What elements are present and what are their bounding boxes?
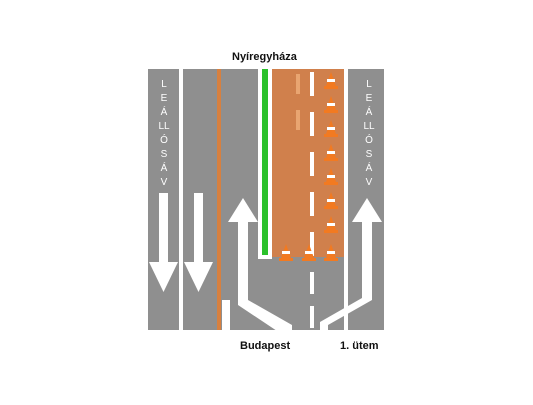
traffic-cone-icon	[324, 192, 338, 209]
median-green-barrier	[262, 69, 268, 255]
dash-segment	[310, 112, 314, 136]
right-shoulder-label: LEÁLLÓSÁV	[363, 79, 375, 188]
phase-label: 1. ütem	[340, 340, 379, 352]
dash-segment	[310, 272, 314, 294]
bottom-destination-label: Budapest	[240, 340, 291, 352]
dashed-centre-line	[310, 72, 314, 328]
dash-segment	[310, 306, 314, 328]
closed-lane-marking	[296, 74, 300, 130]
dash-segment	[310, 152, 314, 176]
traffic-cone-icon	[324, 216, 338, 233]
traffic-cone-icon	[324, 168, 338, 185]
traffic-cone-icon	[324, 120, 338, 137]
traffic-cone-icon	[324, 72, 338, 89]
temporary-orange-line	[217, 69, 221, 330]
dash-segment	[310, 72, 314, 96]
traffic-cone-icon	[324, 96, 338, 113]
traffic-cone-icon	[302, 244, 316, 261]
cone-column	[324, 72, 338, 233]
cone-row	[279, 244, 338, 261]
closed-lane-dash	[296, 74, 300, 94]
arrow-down-icon	[149, 193, 178, 292]
traffic-cone-icon	[324, 244, 338, 261]
left-shoulder-line	[179, 69, 183, 330]
merge-right-arrow-icon	[320, 198, 382, 333]
traffic-cone-icon	[279, 244, 293, 261]
merge-left-arrow-icon	[222, 198, 292, 333]
traffic-cone-icon	[324, 144, 338, 161]
dash-segment	[310, 192, 314, 216]
left-shoulder-label: LEÁLLÓSÁV	[158, 79, 170, 188]
right-shoulder-line	[344, 69, 348, 330]
arrow-down-icon	[184, 193, 213, 292]
closed-lane-dash	[296, 110, 300, 130]
top-destination-label: Nyíregyháza	[232, 51, 297, 63]
dash-segment	[310, 232, 314, 256]
